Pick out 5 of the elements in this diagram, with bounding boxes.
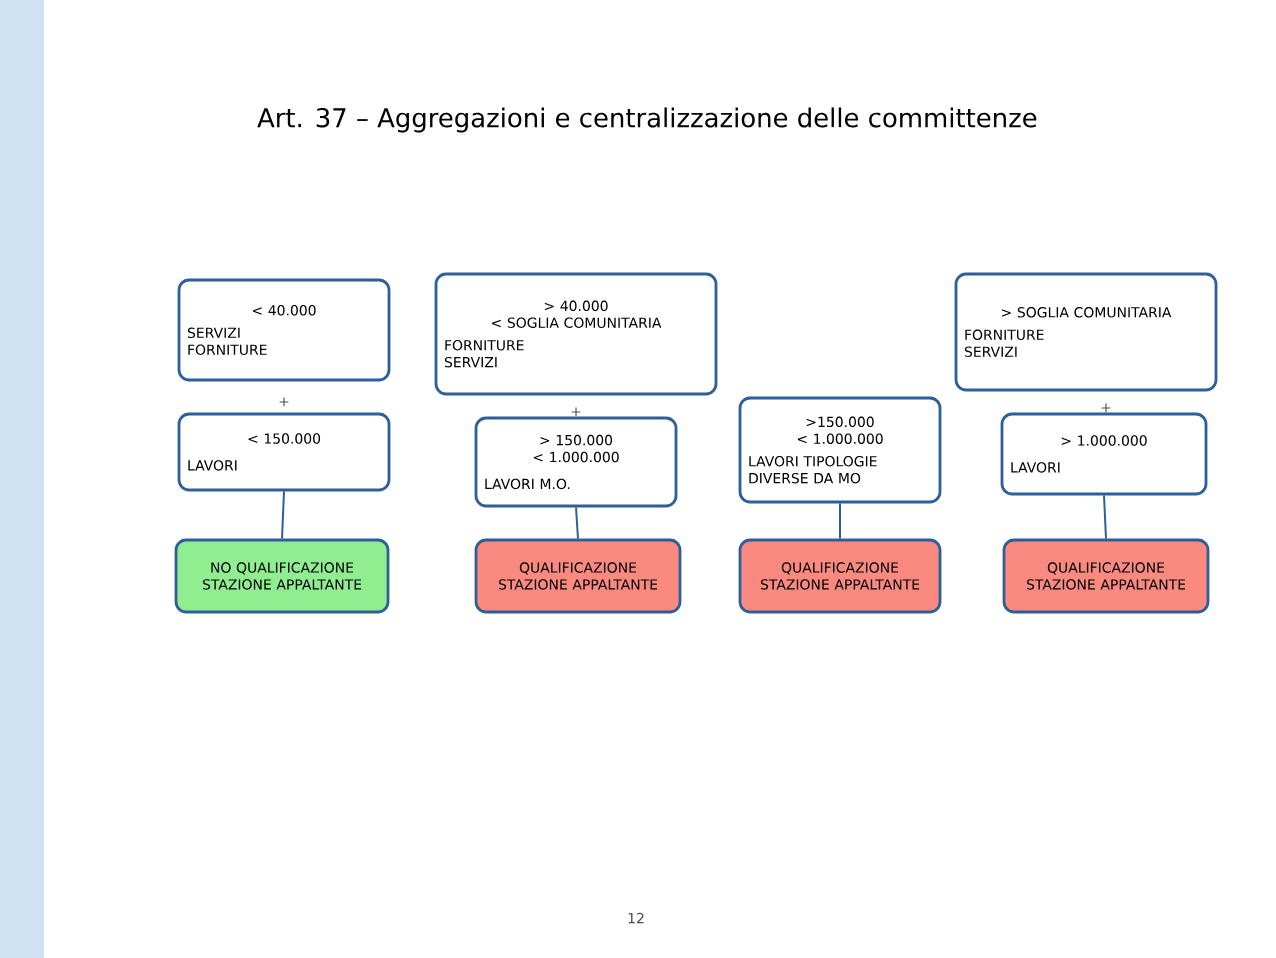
connector-line	[839, 502, 841, 540]
connector-line	[575, 506, 579, 540]
connector-line	[281, 490, 285, 540]
slide-title: Art. 37 – Aggregazioni e centralizzazione delle committenze	[257, 107, 1037, 133]
connector-line	[1103, 494, 1107, 540]
